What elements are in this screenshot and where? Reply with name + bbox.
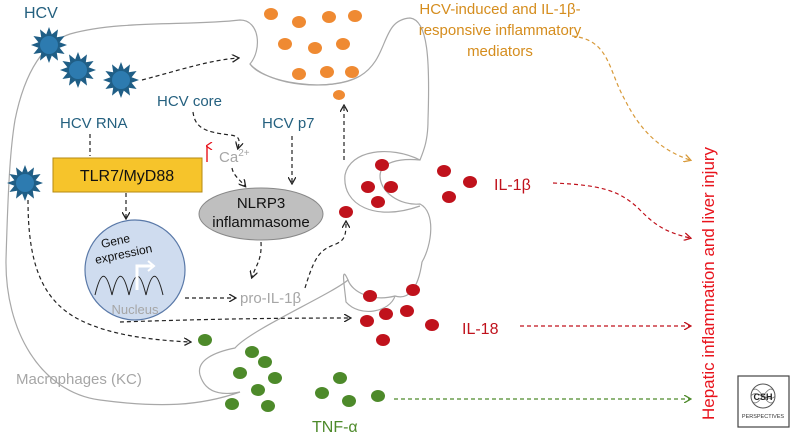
red-particle bbox=[437, 165, 451, 177]
green-particle bbox=[233, 367, 247, 379]
arrow-proil1b-to-il1b bbox=[304, 222, 346, 289]
il1b-label: IL-1β bbox=[494, 177, 531, 194]
hcv-core-label: HCV core bbox=[157, 93, 222, 110]
hcv-virus-icon bbox=[7, 165, 43, 201]
gene-label: Gene bbox=[100, 231, 132, 251]
il1b-particles bbox=[339, 159, 477, 218]
red-particle bbox=[463, 176, 477, 188]
hcv-virus-group bbox=[7, 27, 139, 201]
csh-perspectives-logo: CSH PERSPECTIVES bbox=[737, 375, 790, 428]
red-particle bbox=[371, 196, 385, 208]
pro-il1b-label: pro-IL-1β bbox=[240, 290, 302, 307]
orange-particle bbox=[322, 11, 336, 23]
green-particle bbox=[342, 395, 356, 407]
vesicle-il18 bbox=[342, 273, 396, 312]
orange-particle bbox=[308, 42, 322, 54]
transcription-arrow-icon bbox=[147, 260, 156, 272]
orange-particle bbox=[264, 8, 278, 20]
orange-particle bbox=[278, 38, 292, 50]
arrow-mediators-to-outcome bbox=[571, 35, 690, 160]
nucleus bbox=[84, 219, 186, 321]
vesicle-top bbox=[249, 63, 361, 86]
hcv-virus-core bbox=[40, 36, 58, 54]
orange-particle bbox=[348, 10, 362, 22]
hcv-p7-label: HCV p7 bbox=[262, 115, 315, 132]
hcv-virus-icon bbox=[103, 62, 139, 98]
red-particle bbox=[379, 308, 393, 320]
arrow-ca-to-nlrp3 bbox=[231, 167, 245, 186]
il18-label: IL-18 bbox=[462, 321, 499, 338]
tnf-alpha-label: TNF-α bbox=[312, 419, 358, 436]
orange-particle bbox=[336, 38, 350, 50]
nucleus-label: Nucleus bbox=[112, 302, 159, 317]
outcome-label: Hepatic inflammation and liver injury bbox=[699, 146, 718, 420]
green-particle bbox=[245, 346, 259, 358]
mediator-particles bbox=[264, 8, 362, 100]
green-particle bbox=[268, 372, 282, 384]
mediators-label-line3: mediators bbox=[467, 43, 533, 60]
hcv-virus-core bbox=[69, 61, 87, 79]
red-particle bbox=[400, 305, 414, 317]
red-particle bbox=[376, 334, 390, 346]
arrow-core-to-ca bbox=[192, 111, 239, 148]
green-particle bbox=[333, 372, 347, 384]
arrow-to-il18 bbox=[119, 318, 350, 323]
green-particle bbox=[315, 387, 329, 399]
orange-particle bbox=[320, 66, 334, 78]
hcv-rna-label: HCV RNA bbox=[60, 115, 128, 132]
red-particle bbox=[360, 315, 374, 327]
arrow-il1b-to-outcome bbox=[552, 182, 690, 238]
vesicle-il1b bbox=[344, 151, 421, 213]
logo-text-csh: CSH bbox=[753, 392, 772, 402]
logo-text-perspectives: PERSPECTIVES bbox=[742, 414, 785, 420]
nlrp3-label-line1: NLRP3 bbox=[237, 195, 285, 212]
calcium-label: Ca2+ bbox=[219, 148, 250, 166]
green-particle bbox=[371, 390, 385, 402]
nlrp3-label-line2: inflammasome bbox=[212, 214, 310, 231]
green-particle bbox=[198, 334, 212, 346]
arrow-virus-to-tnf bbox=[27, 199, 190, 342]
green-particle bbox=[251, 384, 265, 396]
red-particle bbox=[384, 181, 398, 193]
orange-particle bbox=[333, 90, 345, 100]
hcv-virus-core bbox=[16, 174, 34, 192]
red-particle bbox=[442, 191, 456, 203]
red-particle bbox=[425, 319, 439, 331]
orange-particle bbox=[292, 16, 306, 28]
green-particle bbox=[225, 398, 239, 410]
hcv-virus-icon bbox=[31, 27, 67, 63]
mediators-label-line1: HCV-induced and IL-1β- bbox=[419, 1, 580, 18]
green-particle bbox=[258, 356, 272, 368]
arrow-nlrp3-to-proil1b bbox=[252, 241, 262, 277]
arrow-virus-to-mediators bbox=[141, 58, 238, 81]
mediators-label-line2: responsive inflammatory bbox=[419, 22, 582, 39]
orange-particle bbox=[345, 66, 359, 78]
red-particle bbox=[339, 206, 353, 218]
tnf-particles bbox=[198, 334, 385, 412]
green-particle bbox=[261, 400, 275, 412]
red-particle bbox=[363, 290, 377, 302]
tlr7-myd88-box bbox=[52, 157, 203, 193]
red-particle bbox=[406, 284, 420, 296]
il18-particles bbox=[360, 284, 439, 346]
hcv-virus-core bbox=[112, 71, 130, 89]
hcv-label: HCV bbox=[24, 5, 58, 22]
transcription-start-icon bbox=[135, 264, 152, 290]
red-particle bbox=[361, 181, 375, 193]
nlrp3-inflammasome bbox=[198, 187, 324, 241]
orange-particle bbox=[292, 68, 306, 80]
red-particle bbox=[375, 159, 389, 171]
macrophages-label: Macrophages (KC) bbox=[16, 371, 142, 388]
tlr7-myd88-label: TLR7/MyD88 bbox=[80, 168, 174, 185]
hcv-virus-icon bbox=[60, 52, 96, 88]
dna-wave-icon bbox=[94, 275, 164, 296]
pathway-arrows bbox=[27, 58, 350, 342]
